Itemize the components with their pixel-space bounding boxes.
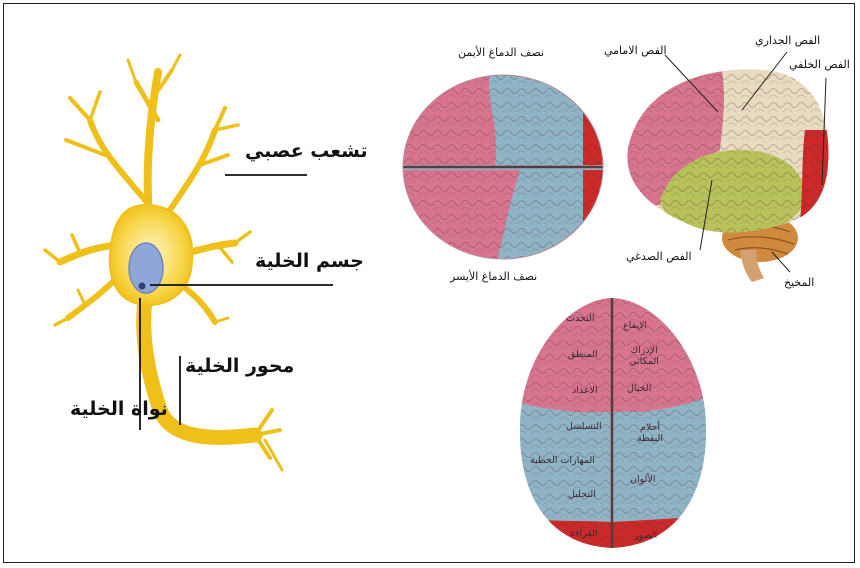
function-label: التحليل — [568, 489, 596, 500]
function-label: الاعداد — [572, 385, 598, 396]
temporal-lobe-label: الفص الصدغي — [626, 250, 692, 263]
left-hemisphere-label: نصف الدماغ الأيسر — [450, 270, 537, 283]
occipital-lobe-label: الفص الخلفي — [789, 58, 850, 71]
top-view-brain — [400, 70, 610, 270]
function-label: الإدراك المكاني — [625, 345, 663, 367]
function-label: الألوان — [630, 474, 655, 485]
function-label: الصور — [634, 530, 657, 541]
dendrite-label: تشعب عصبي — [245, 140, 368, 162]
frontal-lobe-label: الفص الامامي — [604, 44, 667, 57]
side-view-brain — [620, 60, 835, 282]
function-label: المنطق — [568, 349, 598, 360]
parietal-lobe-label: الفص الجداري — [755, 34, 820, 47]
nucleus-label: نواة الخلية — [70, 398, 168, 420]
function-label: الإيقاع — [623, 320, 647, 331]
function-label: القراءة — [570, 528, 598, 539]
function-label: المهارات الخطية — [530, 455, 595, 466]
function-label: أحلام اليقظة — [633, 422, 667, 444]
function-label: التسلسل — [566, 421, 602, 432]
functions-view-brain — [515, 295, 710, 550]
function-label: الخيال — [627, 383, 651, 394]
axon-label: محور الخلية — [185, 355, 294, 377]
right-hemisphere-label: نصف الدماغ الأيمن — [458, 46, 544, 59]
cell-body-label: جسم الخلية — [255, 250, 364, 272]
function-label: التحدث — [566, 313, 594, 324]
cerebellum-label: المخيخ — [784, 276, 814, 289]
nucleolus — [139, 283, 146, 290]
